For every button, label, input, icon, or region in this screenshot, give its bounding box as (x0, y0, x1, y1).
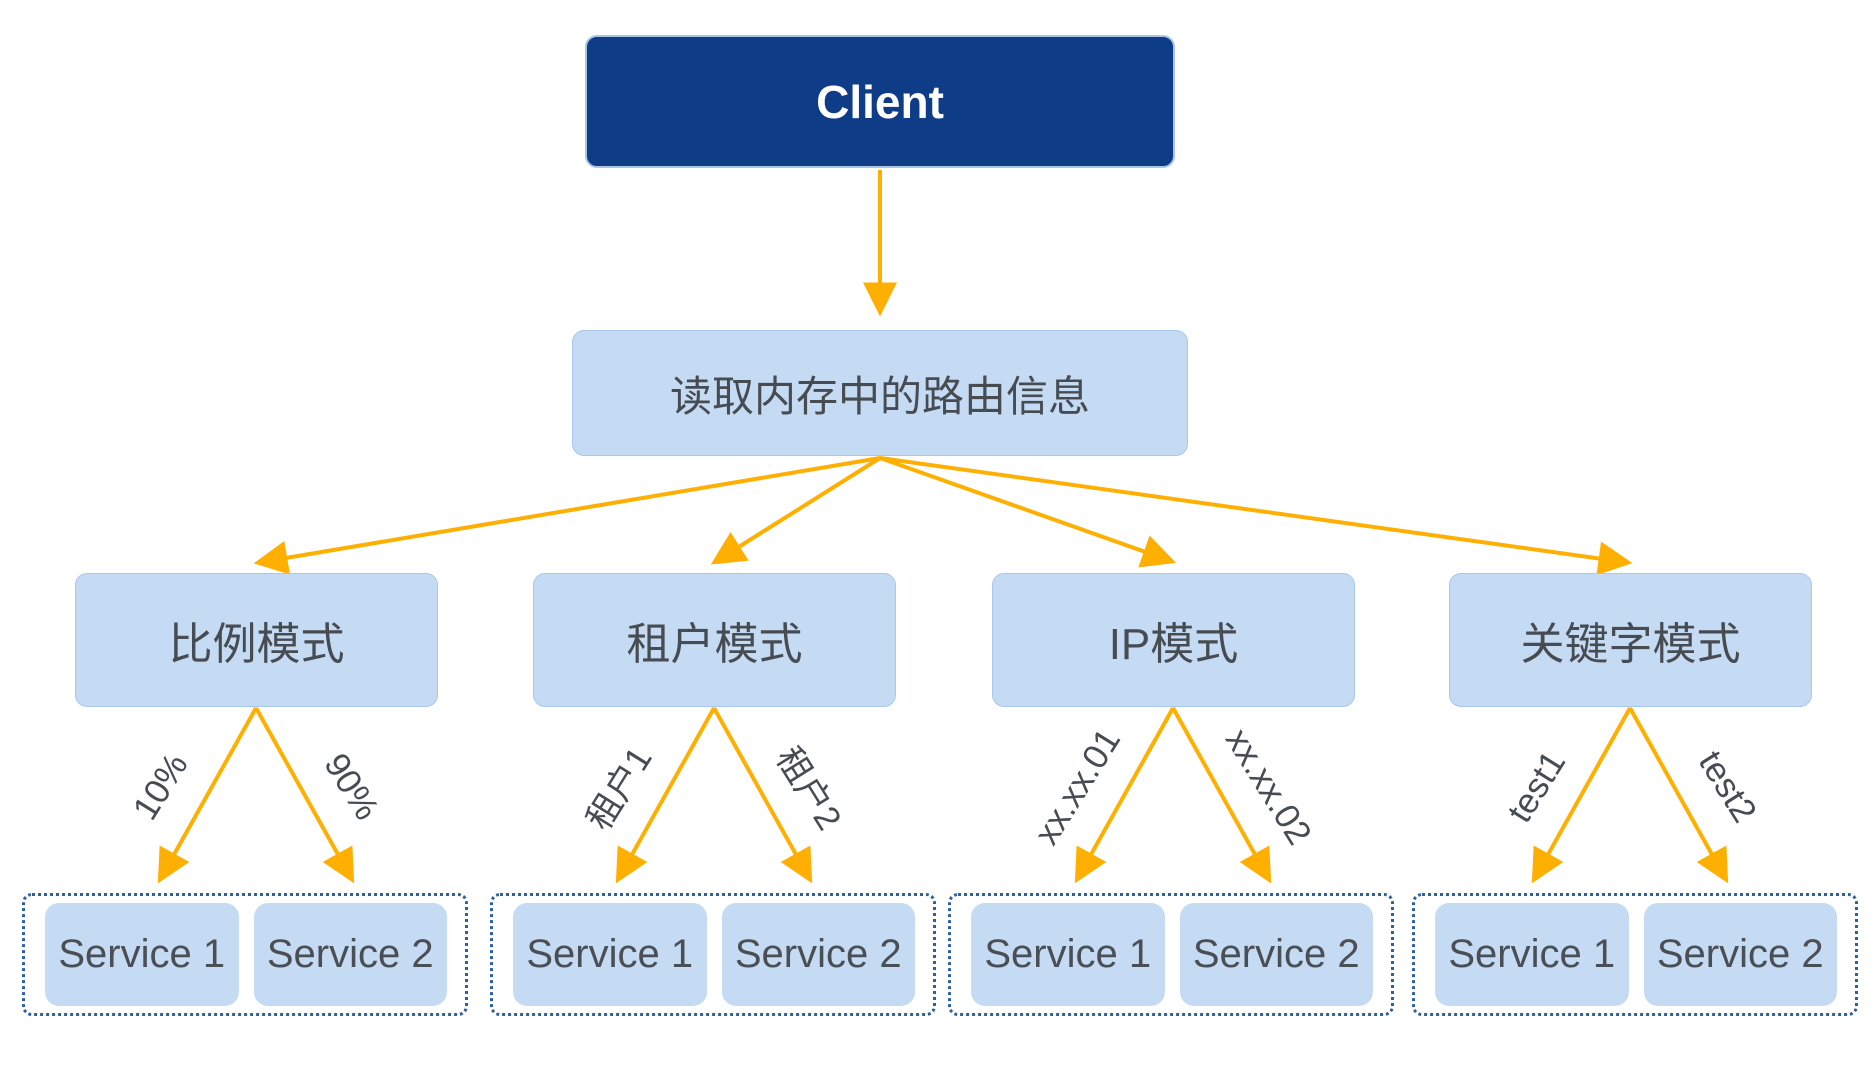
service-box: Service 2 (253, 903, 447, 1006)
mode-label: 关键字模式 (1520, 620, 1741, 669)
service-label: Service 2 (734, 932, 902, 976)
edge-label-tenant-right: 租户2 (768, 740, 849, 837)
arrow-router-to-mode-3 (879, 456, 1177, 568)
mode-node-ip: IP模式 (992, 573, 1355, 707)
edge-label-ip-left: xx.xx.01 (1027, 721, 1129, 852)
edge-label-tenant-left: 租户1 (579, 740, 660, 837)
edge-label-keyword-right: test2 (1690, 744, 1765, 830)
edge-label-ip-right: xx.xx.02 (1217, 721, 1319, 852)
service-label: Service 2 (1656, 932, 1824, 976)
client-node: Client (585, 35, 1175, 168)
service-label: Service 1 (526, 932, 694, 976)
arrow-router-to-mode-2 (710, 456, 882, 565)
service-group-ip: Service 1 Service 2 (948, 893, 1394, 1016)
client-label: Client (816, 75, 944, 128)
service-box: Service 2 (1643, 903, 1837, 1006)
mode-label: 租户模式 (626, 620, 803, 669)
service-label: Service 1 (984, 932, 1152, 976)
service-box: Service 1 (513, 903, 707, 1006)
mode-node-keyword: 关键字模式 (1449, 573, 1812, 707)
service-group-keyword: Service 1 Service 2 (1412, 893, 1858, 1016)
edge-label-keyword-left: test1 (1499, 744, 1574, 830)
service-box: Service 1 (45, 903, 239, 1006)
service-box: Service 1 (971, 903, 1165, 1006)
edge-label-ratio-left: 10% (125, 746, 196, 827)
edge-label-ratio-right: 90% (316, 746, 387, 827)
service-label: Service 1 (58, 932, 226, 976)
service-box: Service 2 (721, 903, 915, 1006)
service-group-ratio: Service 1 Service 2 (22, 893, 468, 1016)
mode-node-tenant: 租户模式 (533, 573, 896, 707)
router-label: 读取内存中的路由信息 (669, 372, 1090, 420)
arrow-router-to-mode-1 (253, 456, 881, 575)
router-node: 读取内存中的路由信息 (572, 330, 1188, 456)
mode-label: IP模式 (1108, 620, 1239, 669)
service-label: Service 2 (1192, 932, 1360, 976)
service-box: Service 1 (1435, 903, 1629, 1006)
service-label: Service 1 (1448, 932, 1616, 976)
arrow-router-to-mode-4 (879, 456, 1633, 576)
mode-label: 比例模式 (168, 620, 345, 669)
service-group-tenant: Service 1 Service 2 (490, 893, 936, 1016)
service-box: Service 2 (1179, 903, 1373, 1006)
service-label: Service 2 (266, 932, 434, 976)
mode-node-ratio: 比例模式 (75, 573, 438, 707)
